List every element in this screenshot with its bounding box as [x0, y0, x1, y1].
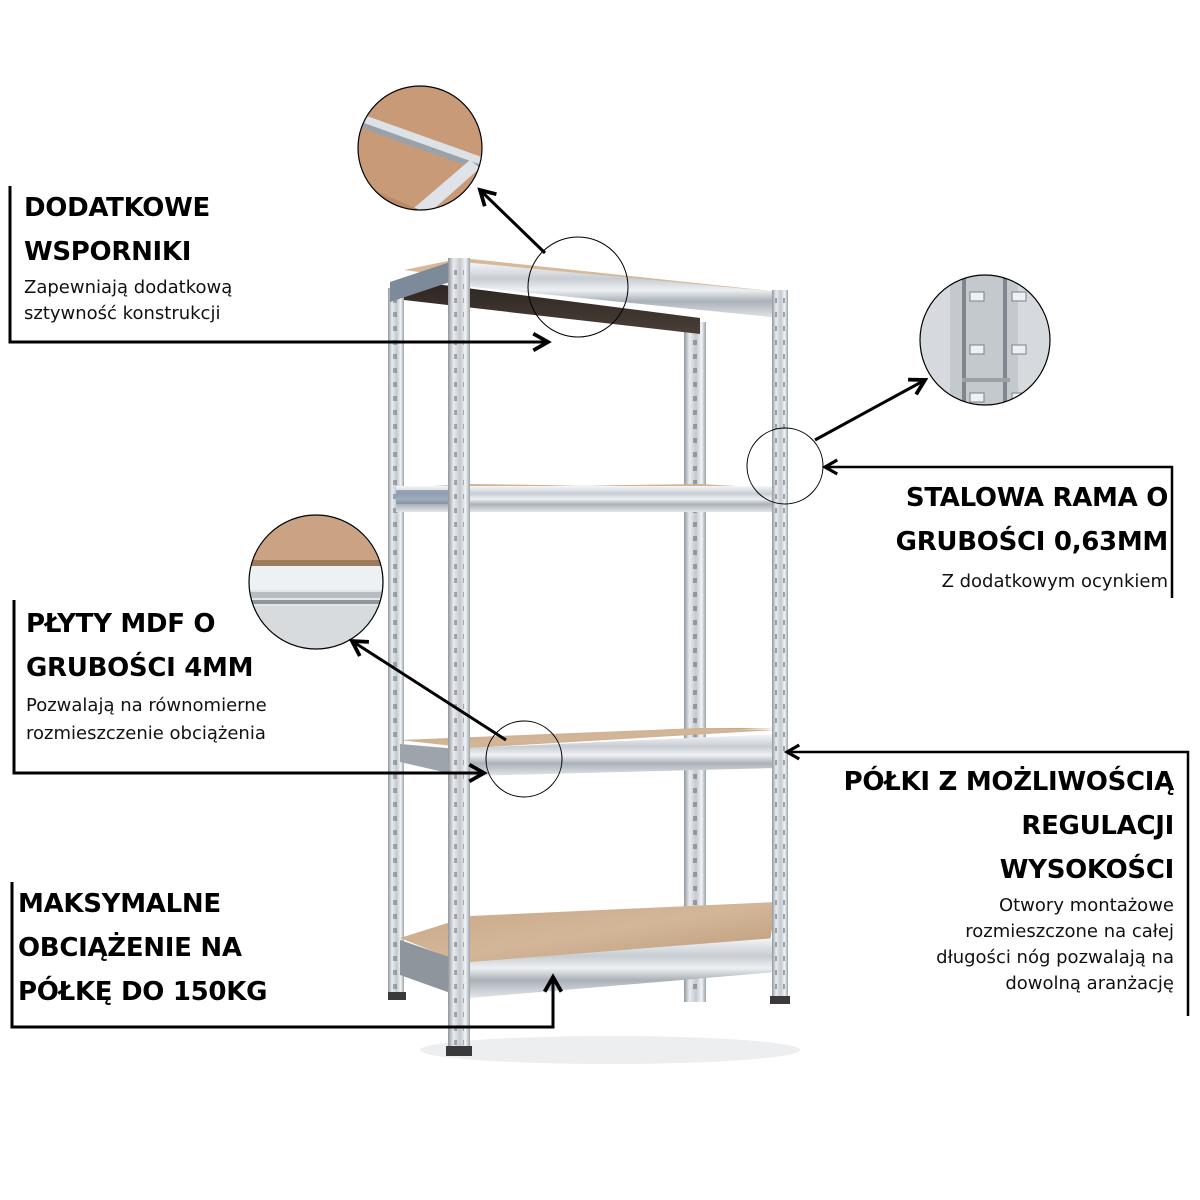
callout-desc-line: długości nóg pozwalają na: [936, 947, 1174, 968]
callout-desc-line: Zapewniają dodatkową: [24, 277, 233, 298]
callout-title-line: GRUBOŚCI 4MM: [26, 653, 254, 683]
callout-additional-supports: DODATKOWE WSPORNIKI Zapewniają dodatkową…: [24, 186, 232, 326]
callout-steel-frame: STALOWA RAMA O GRUBOŚCI 0,63MM Z dodatko…: [895, 476, 1169, 594]
mdf-detail-leader: [348, 638, 507, 742]
callout-title-line: PÓŁKI Z MOŻLIWOŚCIĄ: [843, 767, 1175, 797]
callout-desc-line: dowolną aranżację: [1005, 973, 1174, 994]
mdf-bracket: [12, 600, 488, 784]
callout-desc-line: sztywność konstrukcji: [24, 303, 221, 324]
bracket-detail-leader: [477, 187, 547, 255]
bracket-focus-circle: [527, 236, 629, 338]
callout-title-line: PŁYTY MDF O: [26, 609, 216, 639]
callout-title-line: GRUBOŚCI 0,63MM: [895, 527, 1169, 557]
callout-max-load: MAKSYMALNE OBCIĄŻENIE NA PÓŁKĘ DO 150KG: [18, 882, 267, 1014]
callout-title-line: MAKSYMALNE: [18, 889, 221, 919]
obciazenie-bracket: [10, 882, 564, 1029]
callout-desc-line: Otwory montażowe: [998, 895, 1174, 916]
callout-desc-line: rozmieszczenie obciążenia: [26, 723, 266, 744]
steel-frame-detail-circle: [920, 275, 1050, 405]
callout-mdf-boards: PŁYTY MDF O GRUBOŚCI 4MM Pozwalają na ró…: [26, 602, 267, 746]
back-posts: [388, 288, 706, 1002]
rama-bracket: [821, 458, 1174, 598]
mdf-board-detail-circle: [249, 515, 383, 649]
callout-adjustable-shelves: PÓŁKI Z MOŻLIWOŚCIĄ REGULACJI WYSOKOŚCI …: [843, 760, 1175, 996]
callout-desc-line: Z dodatkowym ocynkiem: [941, 571, 1168, 592]
shelf-top: [390, 258, 780, 334]
frame-detail-leader: [814, 377, 929, 442]
callout-title-line: REGULACJI: [1021, 811, 1174, 841]
callout-desc-line: Pozwalają na równomierne: [26, 695, 267, 716]
wsporniki-bracket: [8, 186, 552, 353]
callout-title-line: PÓŁKĘ DO 150KG: [18, 977, 268, 1007]
callout-title-line: STALOWA RAMA O: [905, 483, 1168, 513]
polki-bracket: [783, 743, 1190, 1016]
mdf-focus-circle: [485, 720, 563, 798]
callout-title-line: DODATKOWE: [24, 193, 210, 223]
callout-title-line: OBCIĄŻENIE NA: [18, 933, 242, 963]
floor-shadow: [420, 1036, 800, 1064]
callout-title-line: WYSOKOŚCI: [999, 855, 1175, 885]
callout-desc-line: rozmieszczone na całej: [965, 921, 1174, 942]
callout-title-line: WSPORNIKI: [24, 237, 192, 267]
support-bracket-detail-circle: [358, 86, 482, 210]
front-posts: [388, 258, 790, 1056]
